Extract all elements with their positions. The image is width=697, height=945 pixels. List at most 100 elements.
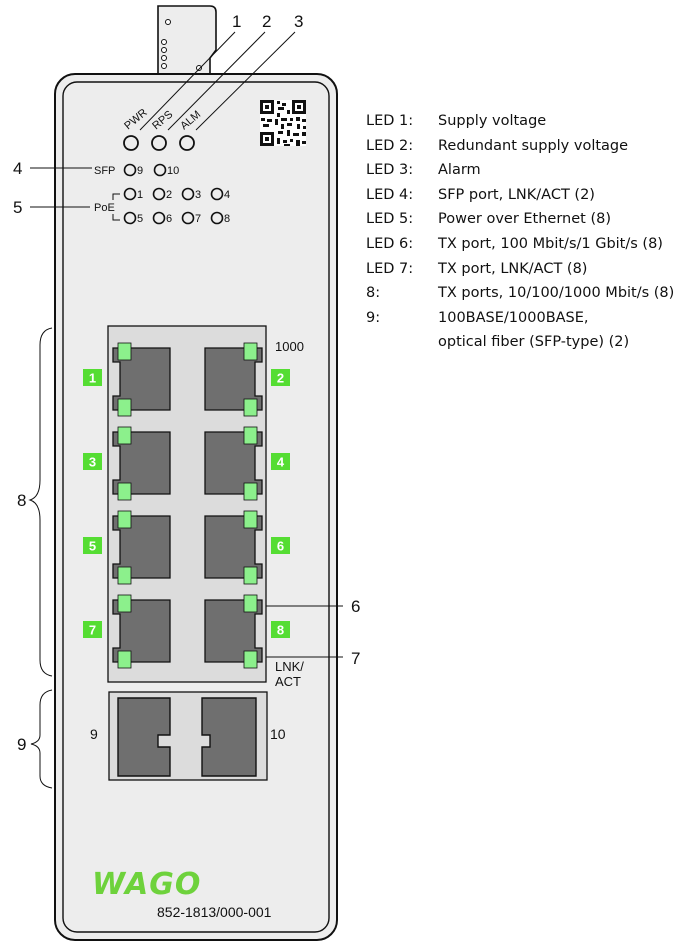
legend-row: LED 2: Redundant supply voltage xyxy=(366,134,674,159)
port-number: 5 xyxy=(89,539,96,554)
speed-led xyxy=(117,510,132,529)
led-poe-3-label: 3 xyxy=(195,189,201,201)
legend-text: Power over Ethernet (8) xyxy=(438,211,612,228)
link-led xyxy=(117,398,132,417)
link-led xyxy=(243,566,258,585)
ethernet-port-6[interactable] xyxy=(204,515,263,579)
legend-key: LED 3: xyxy=(366,162,414,179)
led-sfp-9-label: 9 xyxy=(137,165,143,177)
speed-led xyxy=(243,510,258,529)
port-number: 7 xyxy=(89,623,96,638)
speed-led xyxy=(243,426,258,445)
led-pwr xyxy=(123,135,139,151)
legend-key: LED 7: xyxy=(366,260,414,277)
ethernet-port-3[interactable] xyxy=(112,431,171,495)
legend-row: 8:TX ports, 10/100/1000 Mbit/s (8) xyxy=(366,281,674,306)
legend-text: Redundant supply voltage xyxy=(438,137,629,154)
ethernet-port-4[interactable] xyxy=(204,431,263,495)
link-led xyxy=(243,482,258,501)
callout-4: 4 xyxy=(13,159,22,178)
legend-key: LED 4: xyxy=(366,186,414,203)
port-number-badge xyxy=(83,621,102,638)
ethernet-port-7[interactable] xyxy=(112,599,171,663)
led-poe-8-label: 8 xyxy=(224,213,230,225)
link-led xyxy=(117,482,132,501)
link-led xyxy=(117,566,132,585)
port-number-badge xyxy=(271,537,290,554)
callout-5: 5 xyxy=(13,198,22,217)
port-number-badge xyxy=(83,369,102,386)
led-rps xyxy=(151,135,167,151)
port-number-badge xyxy=(271,453,290,470)
legend-key: LED 2: xyxy=(366,137,414,154)
legend-row: LED 6:TX port, 100 Mbit/s/1 Gbit/s (8) xyxy=(366,232,674,257)
port-number-badge xyxy=(271,621,290,638)
legend-text: Alarm xyxy=(438,162,481,179)
legend-row: LED 1: Supply voltage xyxy=(366,109,674,134)
led-alm xyxy=(179,135,195,151)
callout-1: 1 xyxy=(232,12,241,31)
sfp-port-10-label: 10 xyxy=(270,726,286,742)
led-poe-2-label: 2 xyxy=(166,189,172,201)
port-number: 4 xyxy=(277,455,285,470)
callout-6: 6 xyxy=(351,597,360,616)
led-sfp-10-label: 10 xyxy=(167,165,179,177)
callout-7: 7 xyxy=(351,649,360,668)
model-number: 852-1813/000-001 xyxy=(157,904,272,920)
led-poe-1 xyxy=(123,187,137,201)
ethernet-port-5[interactable] xyxy=(112,515,171,579)
ethernet-port-1[interactable] xyxy=(112,347,171,411)
legend-row: LED 7: TX port, LNK/ACT (8) xyxy=(366,257,674,282)
legend-text: TX port, 100 Mbit/s/1 Gbit/s (8) xyxy=(438,235,663,252)
legend-row: 9: 100BASE/1000BASE, xyxy=(366,306,674,331)
status-leds xyxy=(123,135,195,151)
qr-code xyxy=(260,100,306,146)
legend-key: 8: xyxy=(366,285,381,302)
brand-logo-text: WAGO xyxy=(92,867,201,902)
port-number-badge xyxy=(83,537,102,554)
sfp-led-label: SFP xyxy=(94,165,115,177)
led-poe-6-label: 6 xyxy=(166,213,172,225)
lnk-label-line2: ACT xyxy=(275,674,301,689)
led-poe-2 xyxy=(152,187,166,201)
legend-key: LED 1: xyxy=(366,113,414,129)
legend-key: LED 5: xyxy=(366,211,414,228)
callout-3: 3 xyxy=(294,12,303,31)
port-number-badge xyxy=(271,369,290,386)
port-number: 1 xyxy=(89,371,96,386)
link-led xyxy=(117,650,132,669)
legend-row: LED 3: Alarm xyxy=(366,158,674,183)
lnk-label-line1: LNK/ xyxy=(275,659,304,674)
legend-text: TX port, LNK/ACT (8) xyxy=(438,260,588,277)
din-rail-clip xyxy=(157,5,217,77)
sfp-port-9-label: 9 xyxy=(90,726,98,742)
sfp-port-10[interactable] xyxy=(201,697,257,777)
legend-row: optical fiber (SFP-type) (2) xyxy=(366,330,674,355)
brace-9 xyxy=(30,689,53,789)
led-poe-4-label: 4 xyxy=(224,189,230,201)
sfp-port-9[interactable] xyxy=(117,697,171,777)
legend-text: SFP port, LNK/ACT (2) xyxy=(438,186,595,203)
legend-text: 100BASE/1000BASE, xyxy=(438,309,589,326)
speed-led xyxy=(117,426,132,445)
ethernet-port-2[interactable] xyxy=(204,347,263,411)
legend-row: LED 5: Power over Ethernet (8) xyxy=(366,207,674,232)
speed-label: 1000 xyxy=(275,339,304,354)
link-led xyxy=(243,650,258,669)
port-number-badge xyxy=(83,453,102,470)
legend-text: Supply voltage xyxy=(438,113,547,129)
clip-holes xyxy=(161,19,202,71)
port-number: 3 xyxy=(89,455,96,470)
led-sfp-9 xyxy=(123,163,137,177)
speed-led xyxy=(117,342,132,361)
ethernet-port-8[interactable] xyxy=(204,599,263,663)
callout-8: 8 xyxy=(17,491,26,510)
poe-led-label: PoE xyxy=(94,202,115,214)
led-poe-5 xyxy=(123,211,137,225)
port-number: 2 xyxy=(277,371,284,386)
speed-led xyxy=(243,594,258,613)
speed-led xyxy=(117,594,132,613)
legend-key: 9: xyxy=(366,309,381,326)
